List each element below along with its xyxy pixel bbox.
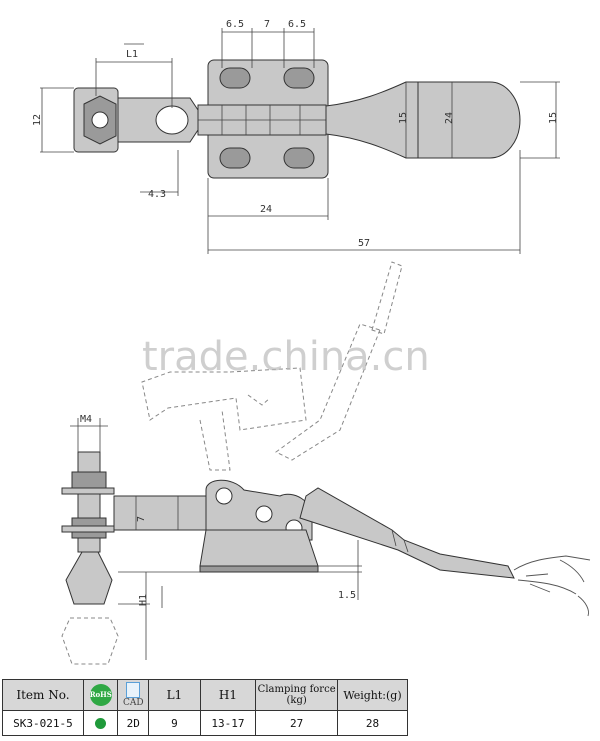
dim-h1: H1	[138, 594, 149, 606]
spec-header-row: Item No. RoHS CAD L1 H1 Clamping force (…	[2, 679, 408, 711]
cell-h1: 13-17	[199, 710, 257, 736]
clamp-pad	[65, 551, 113, 605]
handle-grip	[417, 81, 521, 159]
mount-slot	[219, 147, 251, 169]
mount-slot	[219, 67, 251, 89]
rohs-compliant-dot-icon	[95, 718, 107, 729]
dim-l1: L1	[126, 49, 138, 60]
side-arm	[113, 495, 211, 531]
header-cad: CAD	[117, 679, 150, 711]
dim-12: 12	[32, 114, 43, 126]
cell-item-no: SK3-021-5	[2, 710, 84, 736]
dim-15-handle: 15	[398, 112, 409, 124]
cell-cad: 2D	[117, 710, 150, 736]
cell-clamping-force: 27	[255, 710, 338, 736]
side-base	[199, 529, 319, 567]
technical-drawing: 6.5 7 6.5 L1 12 4.3 24 57 15	[32, 19, 591, 665]
header-rohs: RoHS	[82, 679, 119, 711]
watermark: trade.china.cn	[142, 334, 430, 380]
rohs-icon: RoHS	[89, 684, 112, 706]
top-dimensions: 6.5 7 6.5 L1 12 4.3 24 57 15	[32, 19, 560, 254]
header-weight: Weight:(g)	[337, 679, 408, 711]
open-position-outline	[141, 261, 403, 471]
mount-slot	[283, 67, 315, 89]
dim-6-5-right: 6.5	[288, 19, 306, 30]
cell-weight: 28	[337, 710, 408, 736]
cell-l1: 9	[148, 710, 201, 736]
side-dimensions: M4 7 H1 1.5	[70, 414, 362, 660]
header-h1: H1	[199, 679, 257, 711]
clamp-pad-lowered	[61, 617, 119, 665]
side-view: M4 7 H1 1.5	[61, 414, 591, 665]
dim-24-base: 24	[260, 204, 272, 215]
table-row: SK3-021-5 2D 9 13-17 27 28	[2, 710, 408, 736]
dim-1-5: 1.5	[338, 590, 356, 601]
cad-file-icon	[126, 682, 141, 698]
dim-24-grip: 24	[444, 112, 455, 124]
dim-4-3: 4.3	[148, 189, 166, 200]
dim-m4: M4	[80, 414, 92, 425]
dim-15-end: 15	[548, 112, 559, 124]
cell-rohs	[82, 710, 119, 736]
mount-slot	[283, 147, 315, 169]
dim-7: 7	[264, 19, 270, 30]
dim-7-side: 7	[136, 516, 147, 522]
header-clamping-force: Clamping force (kg)	[255, 679, 338, 711]
dim-57: 57	[358, 238, 370, 249]
hand-sketch	[513, 555, 591, 617]
header-item-no: Item No.	[2, 679, 84, 711]
dim-6-5-left: 6.5	[226, 19, 244, 30]
header-l1: L1	[148, 679, 201, 711]
side-handle	[299, 487, 515, 579]
top-view: 6.5 7 6.5 L1 12 4.3 24 57 15	[32, 19, 560, 254]
spec-table: Item No. RoHS CAD L1 H1 Clamping force (…	[2, 679, 408, 736]
